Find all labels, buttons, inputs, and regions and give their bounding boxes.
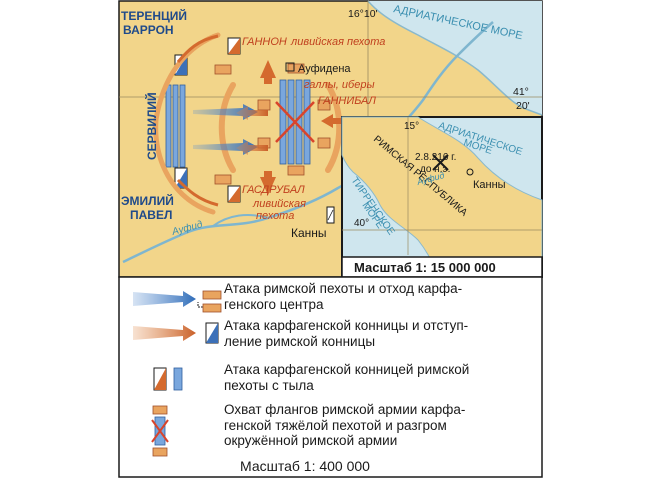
legend-item-1: Атака римской пехоты и отход карфа- генс…	[224, 281, 462, 312]
coastline	[367, 0, 543, 116]
legend-symbol-encirclement	[151, 405, 169, 457]
inset-lat: 40°	[354, 218, 369, 229]
inset-map	[341, 116, 543, 278]
carthage-units	[214, 37, 331, 203]
roman-attack-arrows	[193, 104, 258, 155]
legend-item-1-line2: генского центра	[224, 296, 324, 312]
legend-item-2-line1: Атака карфагенской конницы и отступ-	[224, 318, 469, 333]
label-lat-min: 20'	[516, 100, 530, 112]
roman-infantry-initial	[165, 84, 186, 168]
legend-item-4-line2: генской тяжёлой пехотой и разгром	[224, 417, 447, 433]
legend-item-3-line1: Атака карфагенской конницей римской	[224, 362, 470, 377]
inset-date-1: 2.8.216 г.	[415, 152, 456, 163]
label-libyan-infantry-2a: ливийская	[252, 198, 306, 210]
label-hannibal: ГАННИБАЛ	[318, 95, 376, 107]
label-gauls: галлы, иберы	[304, 79, 375, 91]
legend-item-1-line1: Атака римской пехоты и отход карфа-	[224, 281, 463, 296]
legend-item-4-line1: Охват флангов римской армии карфа-	[224, 402, 466, 417]
label-aemilius: ЭМИЛИЙ	[121, 193, 174, 208]
inset-cannae: Канны	[473, 179, 506, 191]
carthage-arcs	[153, 32, 343, 215]
adriatic-sea	[368, 1, 542, 115]
label-servilius: СЕРВИЛИЙ	[144, 92, 159, 160]
battle-map: ТЕРЕНЦИЙ ВАРРОН СЕРВИЛИЙ ЭМИЛИЙ ПАВЕЛ ГА…	[118, 0, 543, 478]
label-libyan-infantry-1: ливийская пехота	[290, 36, 385, 48]
roman-infantry-surrounded	[275, 79, 315, 165]
label-terentius: ТЕРЕНЦИЙ	[121, 8, 187, 23]
inset-scale: Масштаб 1: 15 000 000	[354, 260, 496, 275]
legend-item-2-line2: ление римской конницы	[224, 333, 376, 349]
inset-date-2: до н.э.	[420, 164, 450, 175]
label-aufidena: Ауфидена	[298, 63, 351, 75]
inset-lon: 15°	[404, 121, 419, 132]
carthage-attack-arrows	[176, 34, 353, 207]
legend-item-3: Атака карфагенской конницей римской пехо…	[224, 362, 469, 393]
label-cannae: Канны	[291, 226, 327, 240]
legend-item-4: Охват флангов римской армии карфа- генск…	[224, 402, 465, 449]
label-paulus: ПАВЕЛ	[130, 208, 172, 222]
main-scale: Масштаб 1: 400 000	[240, 458, 370, 474]
label-hanno: ГАННОН	[242, 36, 287, 48]
label-varron: ВАРРОН	[123, 23, 174, 37]
label-longitude: 16°10'	[348, 8, 378, 20]
legend-box	[118, 276, 543, 478]
river-branch	[212, 213, 269, 227]
legend-item-2: Атака карфагенской конницы и отступ- лен…	[224, 318, 468, 349]
legend-symbol-rear-attack	[153, 367, 183, 391]
legend-item-4-line3: окружённой римской армии	[224, 433, 398, 448]
label-libyan-infantry-2b: пехота	[256, 210, 294, 222]
legend-symbol-carthage-cavalry	[133, 322, 219, 344]
legend-item-3-line2: пехоты с тыла	[224, 377, 314, 393]
legend-symbol-roman-attack	[133, 290, 222, 313]
aufidena-marker	[285, 62, 295, 72]
label-hasdrubal: ГАСДРУБАЛ	[242, 184, 305, 196]
label-lat-deg: 41°	[513, 86, 529, 98]
